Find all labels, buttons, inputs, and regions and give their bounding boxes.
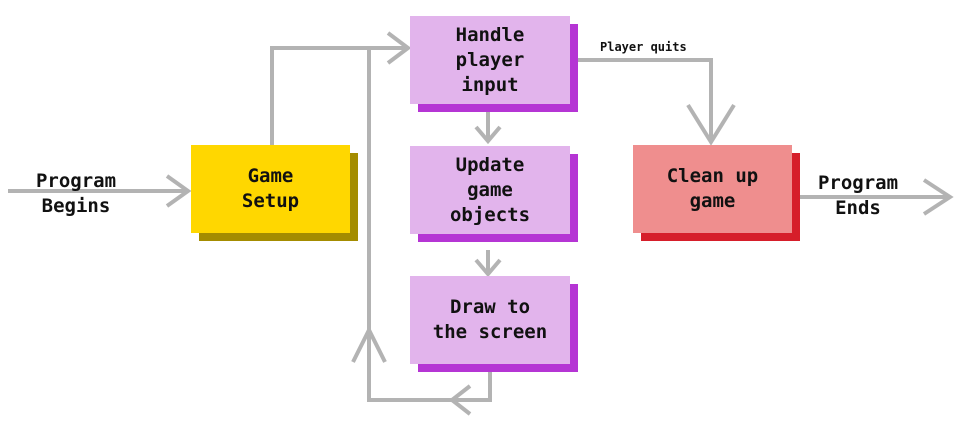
draw-screen-box: Draw to the screen [410,276,570,364]
arrowhead-into-draw [474,258,502,278]
handle-input-box: Handle player input [410,16,570,104]
handle-input-label: Handle player input [455,23,525,96]
game-setup-label: Game Setup [241,165,300,212]
clean-up-label: Clean up game [666,165,759,212]
arrowhead-program-ends [922,178,954,216]
game-setup-box: Game Setup [191,145,350,233]
arrowhead-into-setup [165,174,192,208]
arrowhead-into-update [474,125,502,145]
update-objects-label: Update game objects [449,153,531,226]
arrow-setup-to-input [270,46,408,146]
clean-up-box: Clean up game [633,145,792,233]
arrowhead-loop-up [351,325,387,363]
arrow-loop-back [367,48,492,402]
update-objects-box: Update game objects [410,146,570,234]
draw-screen-label: Draw to the screen [432,296,548,343]
arrowhead-into-cleanup [686,103,736,146]
arrowhead-loop-bottom [448,384,472,416]
arrowhead-into-input [386,31,412,65]
arrow-player-quits [576,58,713,142]
program-begins-label: Program Begins [35,170,117,217]
player-quits-label: Player quits [600,40,687,54]
program-ends-label: Program Ends [817,172,899,219]
